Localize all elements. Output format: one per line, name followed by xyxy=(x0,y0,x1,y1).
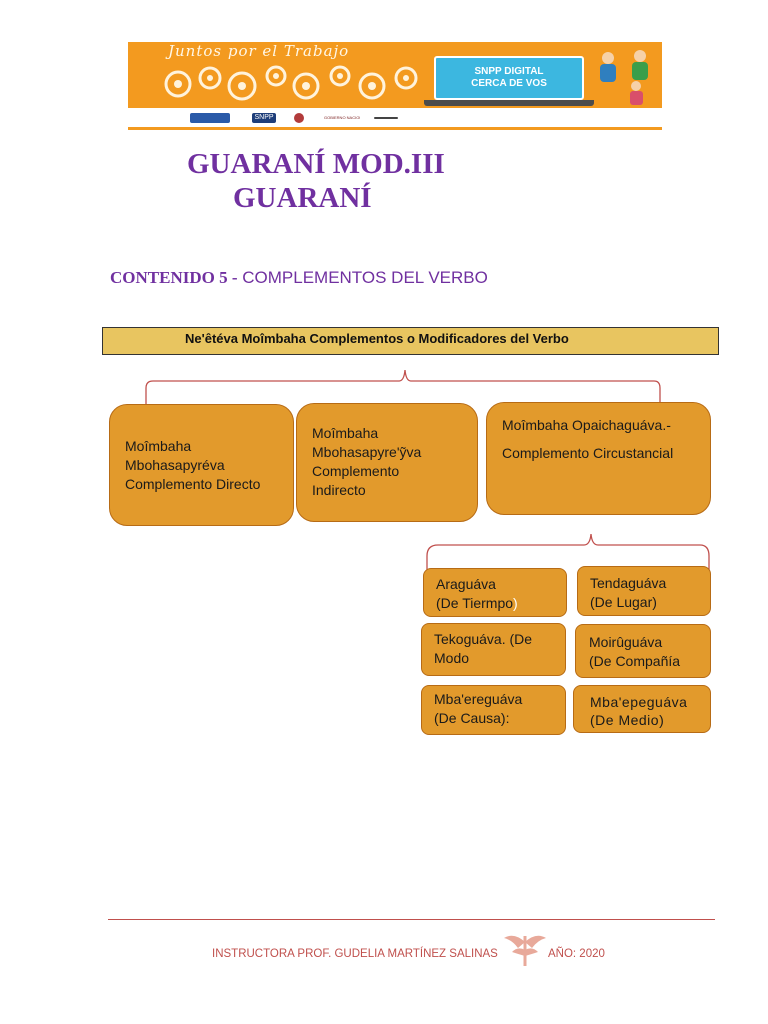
box-line: Tendaguáva xyxy=(590,575,667,591)
page-title: GUARANÍ MOD.III xyxy=(187,148,445,180)
footer-instructor: INSTRUCTORA PROF. GUDELIA MARTÍNEZ SALIN… xyxy=(212,948,498,960)
box-line: Moirûguáva xyxy=(589,634,663,650)
laptop-keyboard xyxy=(424,100,594,106)
ministry-logo xyxy=(190,113,230,123)
box-line: Mbohasapyre'ỹva xyxy=(312,444,422,460)
box-line: Tekoguáva. (De xyxy=(434,631,533,647)
complemento-directo-box: Moîmbaha Mbohasapyréva Complemento Direc… xyxy=(109,404,294,526)
footer-rule xyxy=(108,919,715,920)
box-line: Mbohasapyréva xyxy=(125,457,225,473)
laptop-screen: SNPP DIGITAL CERCA DE VOS xyxy=(434,56,584,100)
header-banner: Juntos por el Trabajo SNPP DIGITAL CERCA… xyxy=(128,42,662,128)
causa-box: Mba'ereguáva (De Causa): xyxy=(421,685,566,735)
box-line: Mba'epeguáva xyxy=(590,694,688,710)
compania-box: Moirûguáva (De Compañía xyxy=(575,624,711,678)
logo-strip: SNPP GOBIERNO NACIONAL xyxy=(128,108,662,128)
box-line: Complemento xyxy=(312,463,400,479)
signature-logo xyxy=(374,117,398,119)
box-line: (De Causa): xyxy=(434,710,510,726)
content-label: CONTENIDO 5 - xyxy=(110,268,238,287)
page-subtitle: GUARANÍ xyxy=(233,182,372,214)
complemento-circunstancial-box: Moîmbaha Opaichaguáva.- Complemento Circ… xyxy=(486,402,711,515)
lugar-box: Tendaguáva (De Lugar) xyxy=(577,566,711,616)
tiempo-box: Araguáva (De Tiermpo) xyxy=(423,568,567,617)
modo-box: Tekoguáva. (De Modo xyxy=(421,623,566,676)
footer-emblem-icon xyxy=(504,935,546,966)
box-line: Modo xyxy=(434,650,470,666)
medio-box: Mba'epeguáva (De Medio) xyxy=(573,685,711,733)
footer-year: AÑO: 2020 xyxy=(548,948,605,960)
banner-underline xyxy=(128,127,662,130)
diagram-root-box: Ne'êtéva Moîmbaha Complementos o Modific… xyxy=(102,327,719,355)
screen-line-1: SNPP DIGITAL xyxy=(474,66,544,77)
diagram-root-label: Ne'êtéva Moîmbaha Complementos o Modific… xyxy=(185,331,569,346)
box-line: (De Tiermpo xyxy=(436,595,514,611)
gears-illustration xyxy=(164,65,418,101)
snpp-logo: SNPP xyxy=(252,113,276,123)
box-line: Complemento Circustancial xyxy=(502,445,674,461)
content-topic: COMPLEMENTOS DEL VERBO xyxy=(237,268,488,287)
box-line: (De Compañía xyxy=(589,653,681,669)
seal-logo xyxy=(294,113,304,123)
banner-slogan: Juntos por el Trabajo xyxy=(168,42,350,60)
box-line: Moîmbaha xyxy=(312,425,379,441)
box-line: Araguáva xyxy=(436,576,496,592)
bracket-level2 xyxy=(426,533,710,574)
box-line: (De Lugar) xyxy=(590,594,657,610)
screen-line-2: CERCA DE VOS xyxy=(471,78,547,89)
box-line: Complemento Directo xyxy=(125,476,261,492)
box-line: Mba'ereguáva xyxy=(434,691,523,707)
people-icon xyxy=(600,50,648,105)
complemento-indirecto-box: Moîmbaha Mbohasapyre'ỹva Complemento Ind… xyxy=(296,403,478,522)
box-line: Indirecto xyxy=(312,482,366,498)
content-heading: CONTENIDO 5 - COMPLEMENTOS DEL VERBO xyxy=(110,268,488,288)
box-line: ) xyxy=(513,595,518,611)
gobierno-nacional-logo: GOBIERNO NACIONAL xyxy=(324,113,360,123)
box-line: (De Medio) xyxy=(590,712,665,728)
bracket-level1 xyxy=(145,369,661,404)
box-line: Moîmbaha Opaichaguáva.- xyxy=(502,417,671,433)
box-line: Moîmbaha xyxy=(125,438,192,454)
